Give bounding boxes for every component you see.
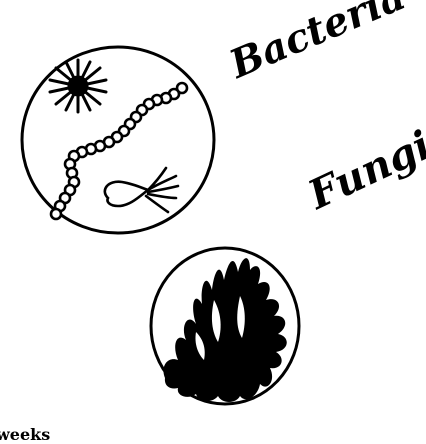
- weeks-text-fragment: weeks: [0, 427, 50, 443]
- fungi-growth-icon: [163, 258, 286, 402]
- bacteria-microscope-view-icon: [22, 47, 214, 233]
- bacteria-chain-icon: [51, 83, 187, 219]
- bacteria-flagellate-icon: [105, 168, 178, 212]
- fungi-microscope-view-icon: [151, 248, 299, 404]
